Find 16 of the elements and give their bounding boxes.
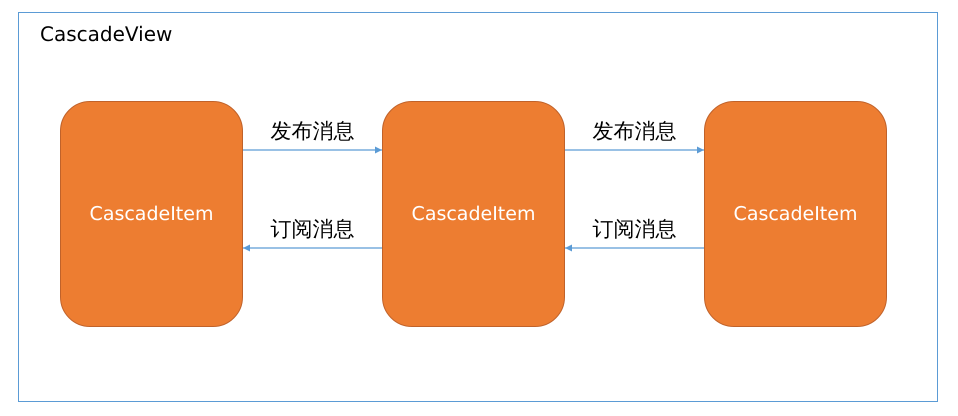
rounded-box <box>382 101 565 327</box>
edge-label: 发布消息 <box>268 118 356 144</box>
arrow <box>565 244 704 252</box>
arrow <box>243 146 382 154</box>
arrow <box>565 146 704 154</box>
arrow <box>243 244 382 252</box>
rounded-box <box>60 101 243 327</box>
frame-title: CascadeView <box>40 22 172 46</box>
rounded-box <box>704 101 887 327</box>
edge-label: 发布消息 <box>590 118 678 144</box>
box-label: CascadeItem <box>90 203 214 225</box>
edge-label: 订阅消息 <box>590 216 678 242</box>
frame-box <box>18 12 938 402</box>
box-label: CascadeItem <box>412 203 536 225</box>
box-label: CascadeItem <box>734 203 858 225</box>
edge-label: 订阅消息 <box>268 216 356 242</box>
